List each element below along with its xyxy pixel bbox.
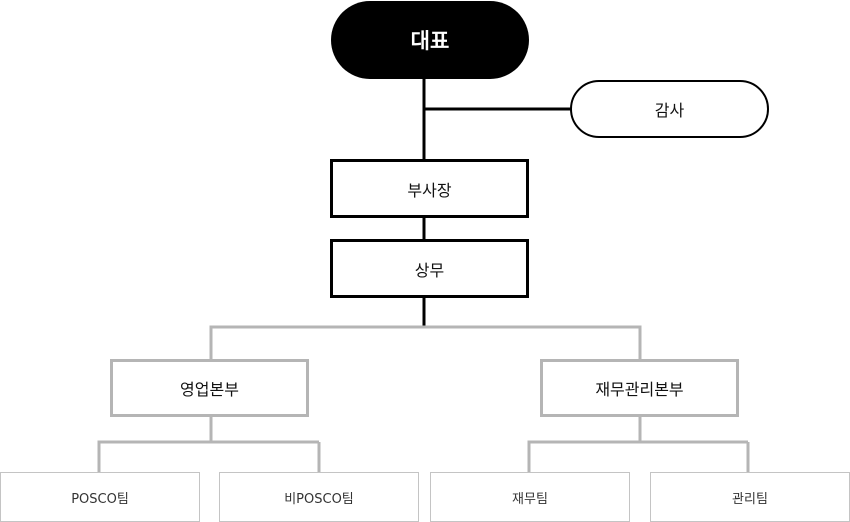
audit-node: 감사 bbox=[570, 80, 769, 138]
team-label-management: 관리팀 bbox=[732, 491, 768, 507]
connector-sales-teams bbox=[97, 417, 213, 472]
managing-director-label: 상무 bbox=[414, 260, 445, 280]
ceo-label: 대표 bbox=[410, 29, 450, 53]
team-node-finance: 재무팀 bbox=[430, 472, 630, 522]
vice-president-label: 부사장 bbox=[407, 180, 452, 200]
team-label-posco: POSCO팀 bbox=[71, 491, 129, 507]
team-node-management: 관리팀 bbox=[650, 472, 850, 522]
managing-director-node: 상무 bbox=[330, 239, 529, 298]
connector-finance-teams bbox=[527, 417, 642, 472]
team-label-finance: 재무팀 bbox=[512, 491, 548, 507]
division-node-sales: 영업본부 bbox=[110, 359, 309, 417]
team-node-non-posco: 비POSCO팀 bbox=[219, 472, 419, 522]
connector-divisions-bus bbox=[209, 325, 642, 359]
vice-president-node: 부사장 bbox=[330, 159, 529, 218]
division-node-finance: 재무관리본부 bbox=[540, 359, 739, 417]
audit-label: 감사 bbox=[654, 101, 685, 120]
division-label-sales: 영업본부 bbox=[180, 380, 239, 399]
division-label-finance: 재무관리본부 bbox=[595, 380, 684, 399]
team-node-posco: POSCO팀 bbox=[0, 472, 200, 522]
ceo-node: 대표 bbox=[331, 1, 529, 79]
team-label-non-posco: 비POSCO팀 bbox=[284, 491, 354, 507]
